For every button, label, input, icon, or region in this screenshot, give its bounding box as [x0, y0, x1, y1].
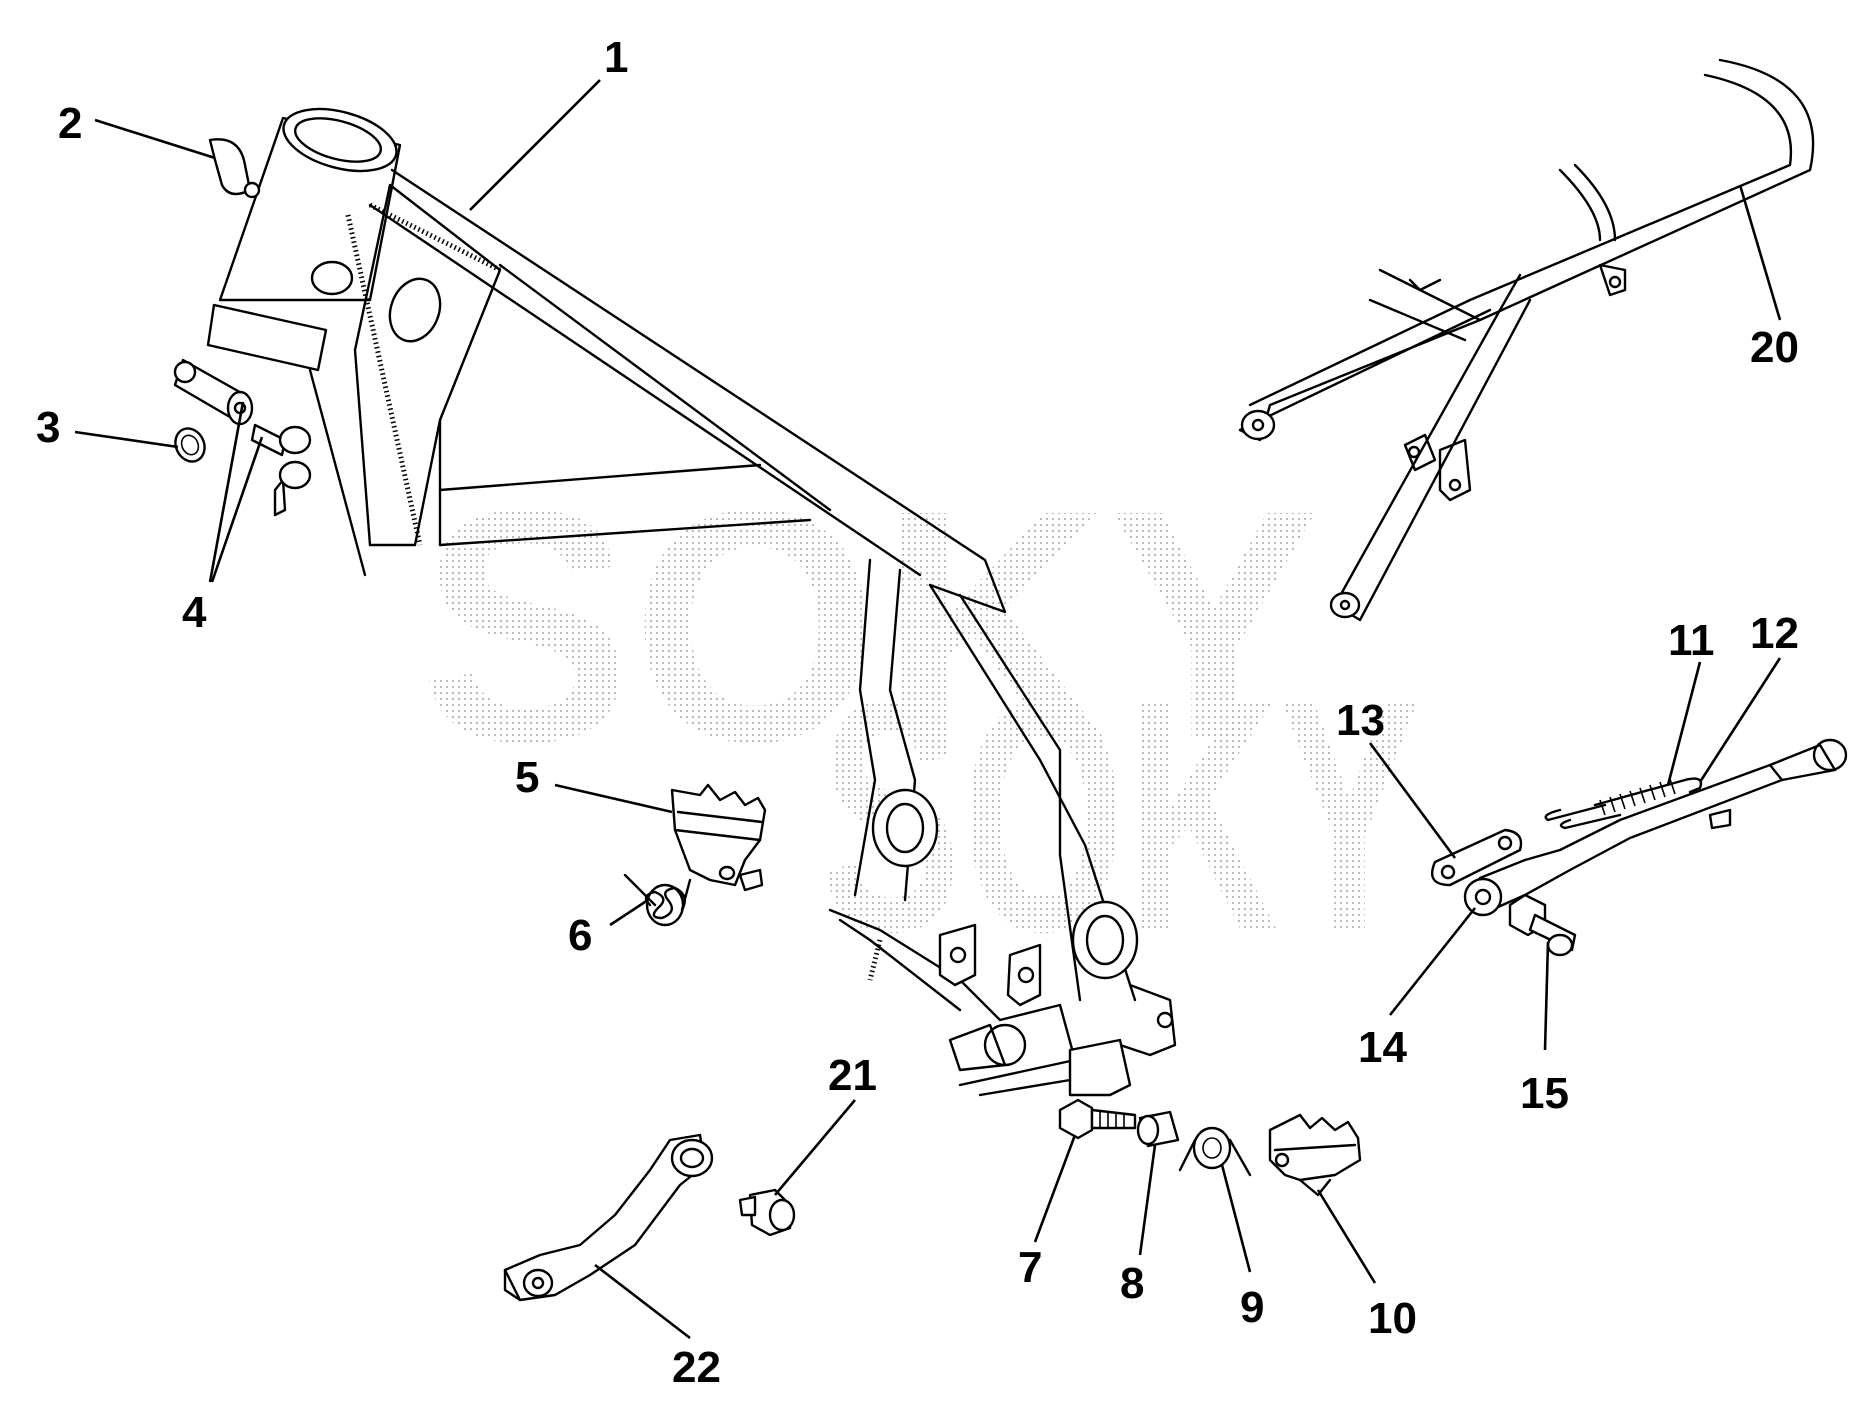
part-15-pivot-bolt — [1508, 893, 1577, 957]
part-7-bolt — [1058, 1098, 1137, 1140]
leader-9 — [1220, 1164, 1252, 1273]
callout-10: 10 — [1368, 1294, 1417, 1343]
part-11-spring — [1544, 777, 1703, 822]
leader-13 — [1368, 742, 1457, 859]
callout-3: 3 — [36, 403, 60, 452]
leader-20 — [1738, 184, 1782, 321]
leader-15 — [1543, 941, 1550, 1051]
watermark: SOKY SOKY — [420, 441, 1420, 1000]
part-22-shift-lever — [503, 1133, 714, 1302]
callout-15: 15 — [1520, 1069, 1569, 1118]
leader-3 — [74, 430, 179, 449]
leader-21 — [774, 1099, 856, 1196]
leader-11 — [1666, 661, 1702, 786]
callout-11: 11 — [1668, 616, 1715, 665]
leader-12 — [1698, 657, 1782, 783]
part-12-hook — [1559, 813, 1622, 830]
leader-6 — [609, 898, 649, 927]
leader-4a — [208, 401, 245, 583]
part-6-spring — [623, 873, 692, 927]
part-14-side-stand — [1463, 738, 1848, 917]
leader-22 — [594, 1263, 691, 1340]
part-9-spring — [1178, 1126, 1252, 1177]
callout-6: 6 — [568, 911, 592, 960]
part-3-clip — [174, 427, 206, 463]
callout-21: 21 — [828, 1051, 877, 1100]
leader-2 — [94, 118, 216, 160]
leader-10 — [1316, 1189, 1377, 1284]
leader-1 — [469, 79, 601, 211]
callout-12: 12 — [1750, 609, 1799, 658]
callout-20: 20 — [1750, 323, 1799, 372]
callout-5: 5 — [515, 753, 539, 802]
rear-subframe — [1238, 58, 1815, 622]
leader-8 — [1138, 1144, 1157, 1256]
part-21-shift-bolt — [738, 1188, 796, 1237]
part-13-plate — [1430, 828, 1523, 887]
callout-7: 7 — [1018, 1243, 1042, 1292]
part-10-footrest-right — [1268, 1113, 1362, 1197]
callout-13: 13 — [1336, 696, 1385, 745]
part-2-lock-cover — [208, 138, 261, 199]
leader-7 — [1033, 1134, 1077, 1243]
part-4-lock-and-keys — [173, 358, 312, 517]
callout-8: 8 — [1120, 1259, 1144, 1308]
callout-22: 22 — [672, 1343, 721, 1392]
callout-1: 1 — [604, 33, 628, 82]
leader-4b — [210, 436, 264, 583]
leader-lines — [74, 79, 1782, 1340]
part-5-footrest-left — [670, 783, 767, 892]
callout-4: 4 — [182, 588, 207, 637]
main-frame — [206, 107, 1177, 1097]
part-8-collar — [1136, 1110, 1180, 1148]
leader-14 — [1388, 907, 1477, 1016]
callout-labels: 1 2 3 4 5 6 7 8 9 10 11 12 13 14 15 20 2… — [36, 33, 1799, 1392]
callout-14: 14 — [1358, 1023, 1407, 1072]
leader-5 — [554, 783, 673, 814]
callout-9: 9 — [1240, 1283, 1264, 1332]
callout-2: 2 — [58, 99, 82, 148]
